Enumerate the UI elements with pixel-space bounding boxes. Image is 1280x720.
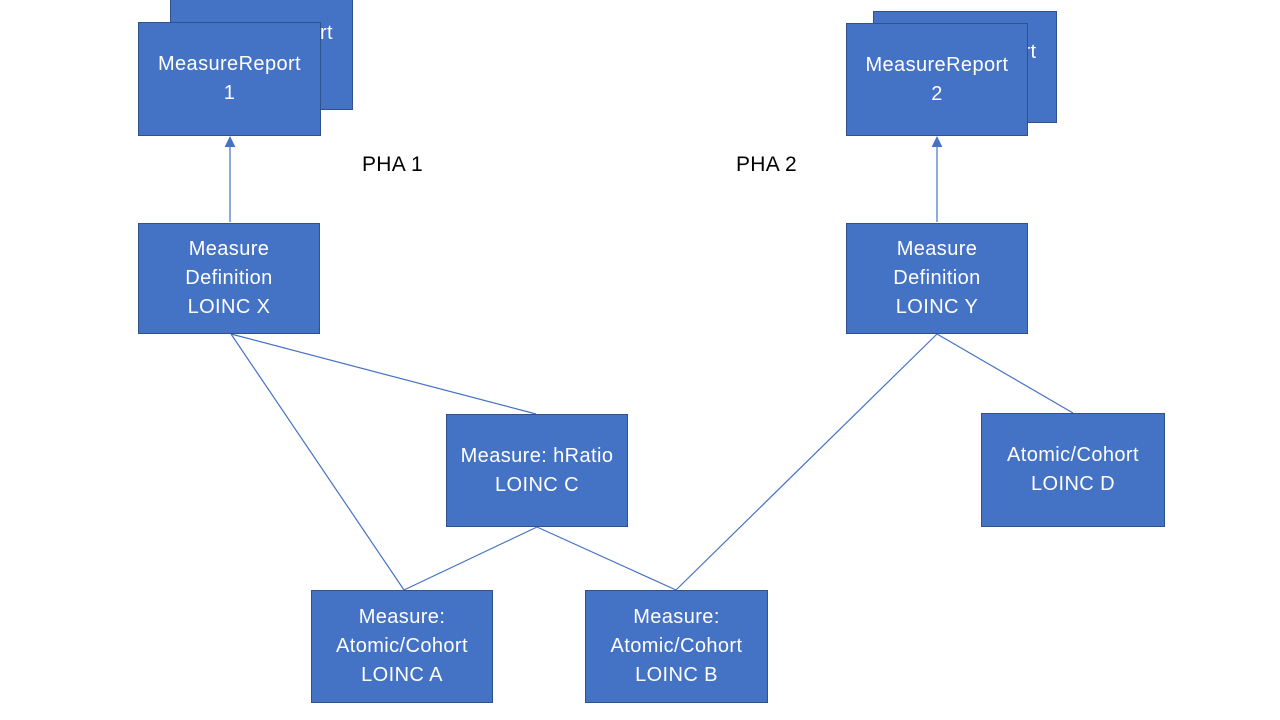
node-text-line: LOINC Y [895,296,979,318]
node-text-line: Atomic/Cohort [1007,444,1139,466]
node-text-line: LOINC B [635,664,718,686]
node-text-line: 1 [223,82,236,104]
node-text-line: Definition [185,267,273,289]
node-text-line: LOINC C [495,473,579,496]
edge-mdy-to-loincd [936,333,1074,414]
edge-hratio-to-loincb [536,526,677,591]
node-text-line: LOINC A [361,664,443,686]
node-text-line: MeasureReport [865,53,1009,76]
node-text-line: Measure [188,238,270,260]
node-text-line: Atomic/Cohort [336,635,468,657]
edge-mdx-to-hratio [230,333,537,415]
node-text-line: Measure [896,238,978,260]
node-measure-atomic-loinc-a: Measure: Atomic/Cohort LOINC A [311,590,493,703]
pha2-label: PHA 2 [736,153,798,176]
node-measure-atomic-loinc-b: Measure: Atomic/Cohort LOINC B [585,590,768,703]
node-text-line: Atomic/Cohort [610,635,743,657]
node-text-line: Measure: hRatio [460,444,614,467]
arrowhead-up-icon [224,136,236,147]
node-text-line: MeasureReport [157,53,302,75]
node-text-line: Measure: [633,606,720,628]
edge-hratio-to-loinca [403,526,538,591]
arrowhead-up-icon [931,136,943,147]
node-atomic-cohort-loinc-d: Atomic/Cohort LOINC D [981,413,1165,527]
node-text-line: Definition [893,267,981,289]
node-measure-definition-loinc-x: Measure Definition LOINC X [138,223,320,334]
edge-mdx-to-loinca [230,333,405,591]
node-text-line: LOINC X [187,296,271,318]
node-measure-hratio-loinc-c: Measure: hRatio LOINC C [446,414,628,527]
node-measure-report-2: MeasureReport 2 [846,23,1028,136]
edge-mdy-to-loincb [675,333,938,591]
pha1-label: PHA 1 [362,153,424,176]
node-measure-definition-loinc-y: Measure Definition LOINC Y [846,223,1028,334]
node-text-line: LOINC D [1031,473,1115,495]
node-measure-report-1: MeasureReport 1 [138,22,321,136]
node-text-line: Measure: [358,606,446,628]
node-text-line: 2 [931,82,943,105]
